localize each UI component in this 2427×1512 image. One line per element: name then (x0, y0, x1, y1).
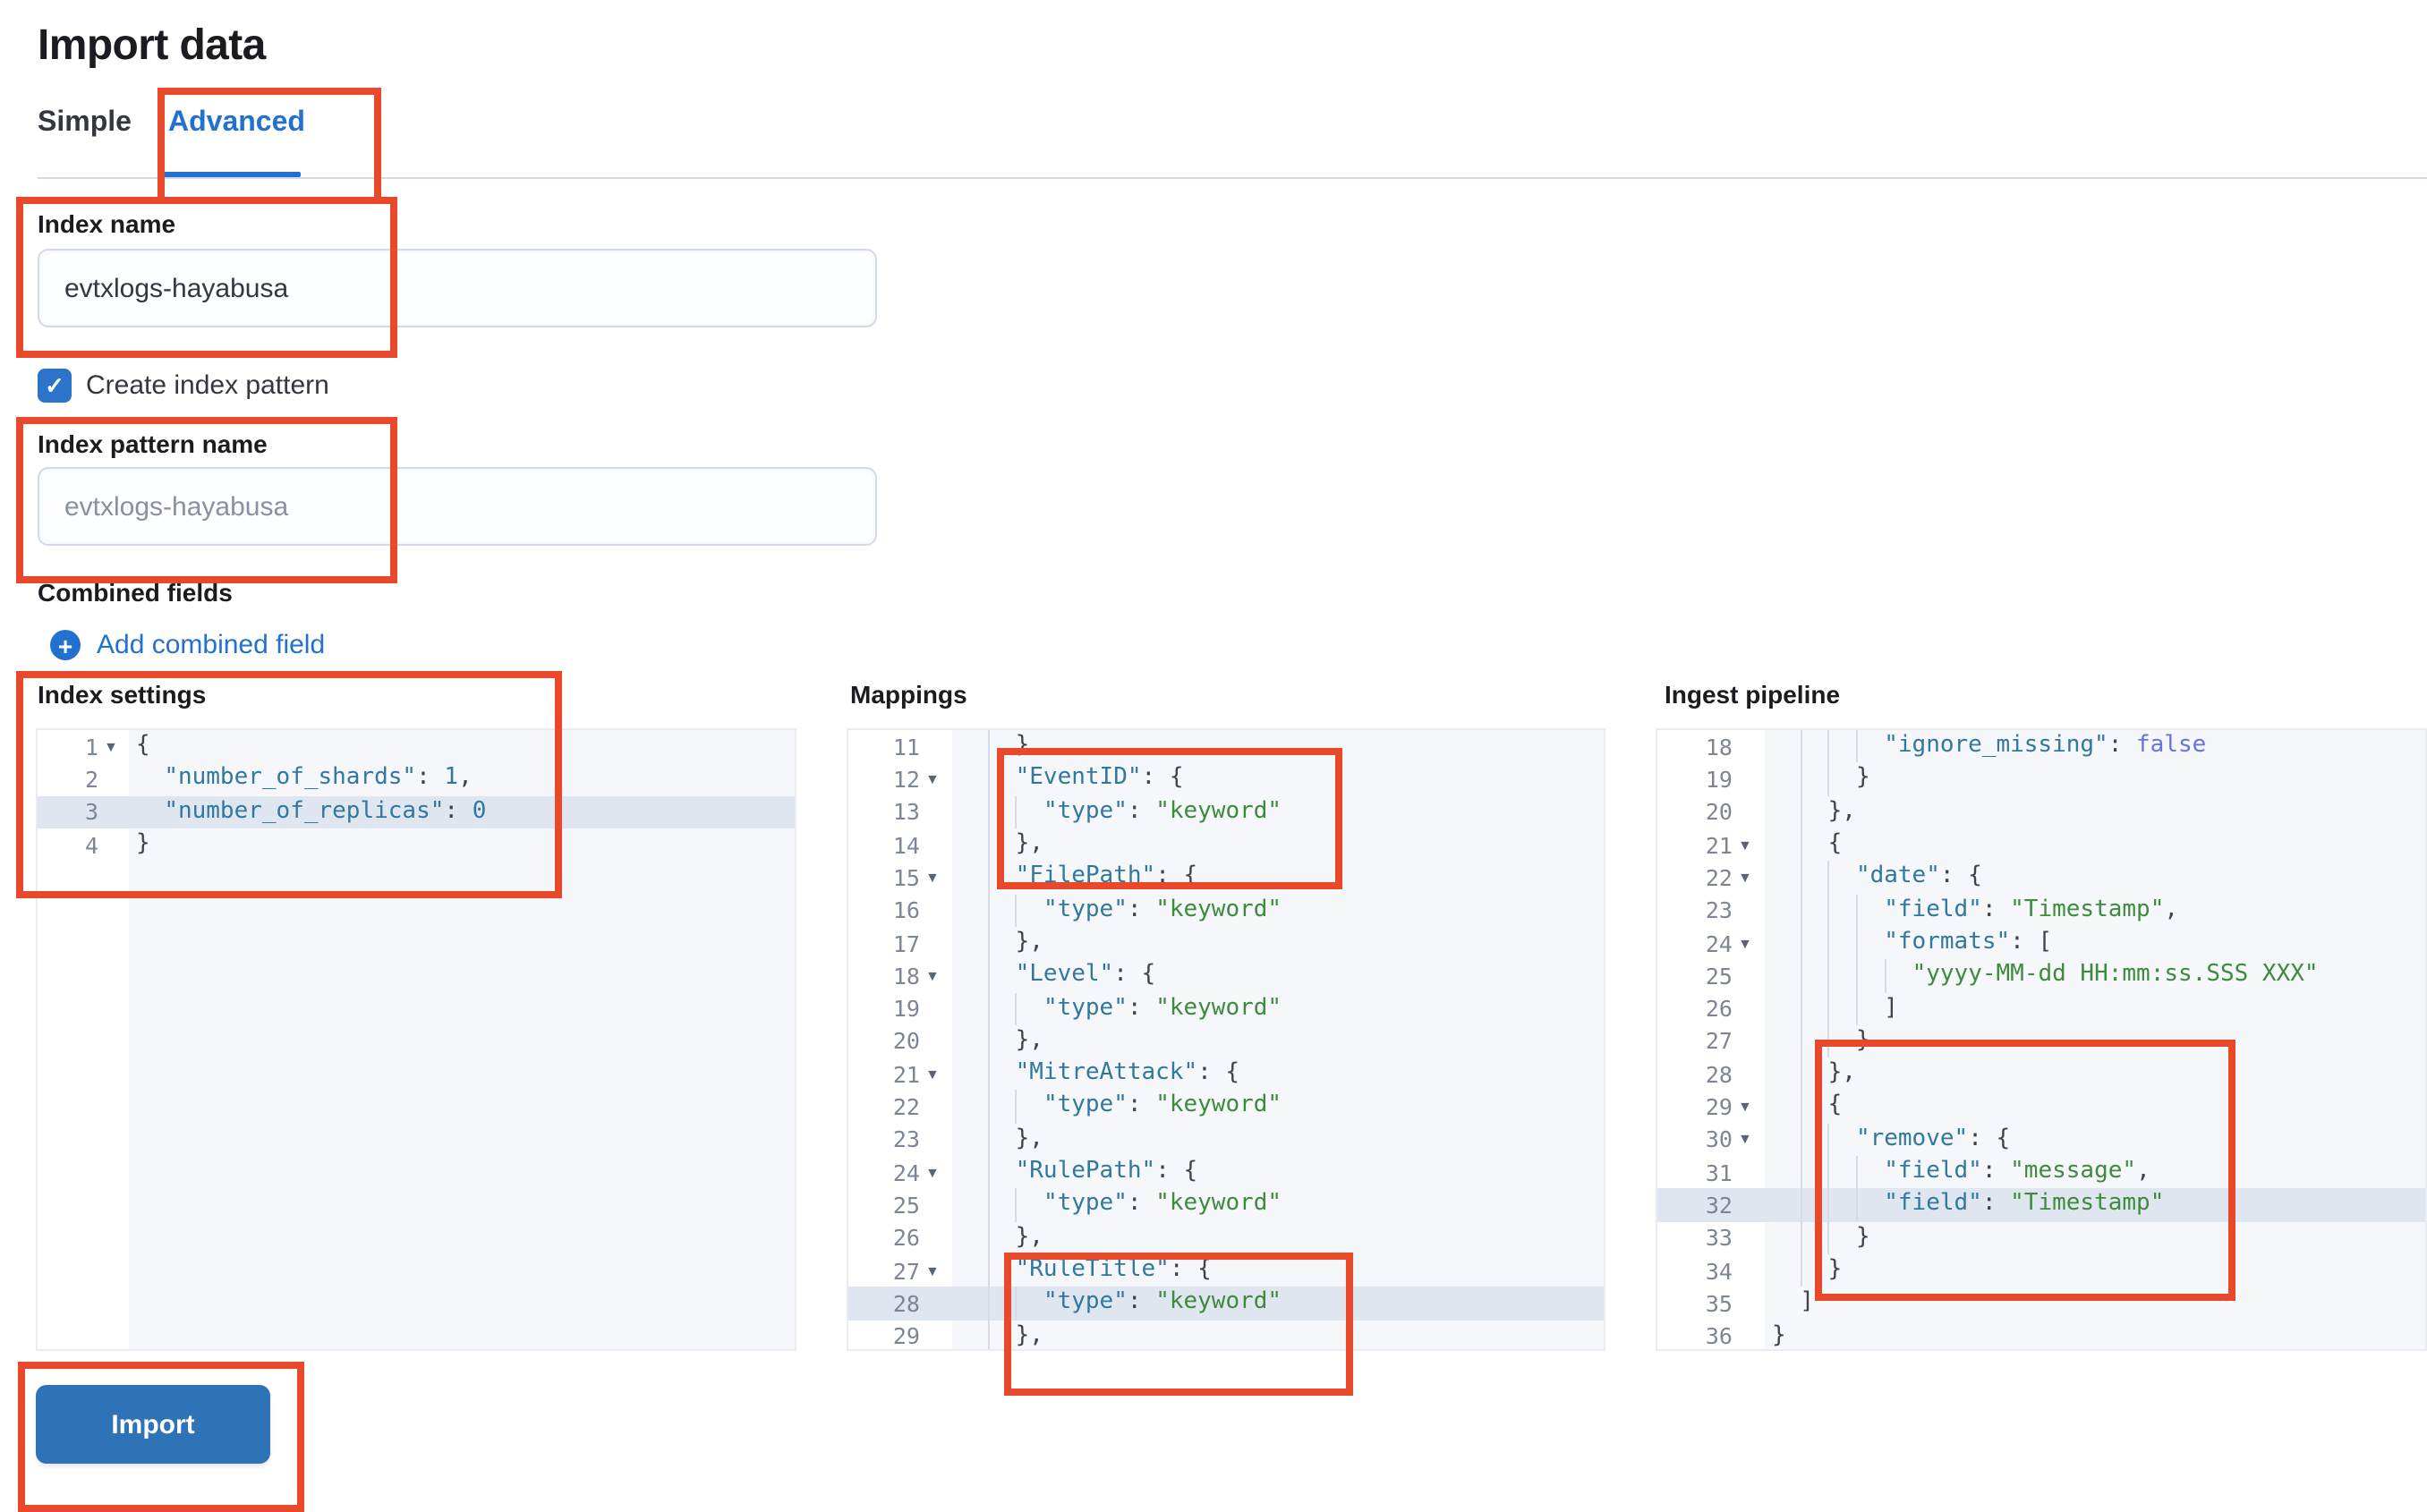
page-title: Import data (38, 21, 266, 70)
fold-arrow-icon[interactable]: ▼ (925, 967, 940, 984)
code-line (38, 1254, 795, 1287)
index-settings-label: Index settings (38, 680, 207, 709)
code-line: 19} (1657, 762, 2425, 796)
code-line: 23}, (848, 1123, 1604, 1157)
code-line: 21▼{ (1657, 828, 2425, 862)
code-line: 28}, (1657, 1058, 2425, 1091)
code-line: 27▼"RuleTitle": { (848, 1254, 1604, 1287)
fold-arrow-icon[interactable]: ▼ (1738, 869, 1752, 886)
create-index-pattern-label: Create index pattern (86, 370, 329, 401)
fold-arrow-icon[interactable]: ▼ (925, 1164, 940, 1181)
code-line: 19"type": "keyword" (848, 992, 1604, 1025)
code-line: 29▼{ (1657, 1090, 2425, 1124)
fold-arrow-icon[interactable]: ▼ (925, 1066, 940, 1083)
code-line: 25"type": "keyword" (848, 1188, 1604, 1222)
code-line: 25"yyyy-MM-dd HH:mm:ss.SSS XXX" (1657, 959, 2425, 992)
checkmark-icon: ✓ (45, 371, 64, 398)
index-name-input[interactable] (38, 249, 877, 327)
code-line: 32"field": "Timestamp" (1657, 1188, 2425, 1222)
code-line: 22▼"date": { (1657, 861, 2425, 895)
code-line (38, 1123, 795, 1157)
code-line: 24▼"formats": [ (1657, 926, 2425, 960)
code-line (38, 1058, 795, 1091)
code-line: 2"number_of_shards": 1, (38, 762, 795, 796)
code-line: 16"type": "keyword" (848, 894, 1604, 927)
fold-arrow-icon[interactable]: ▼ (925, 869, 940, 886)
code-line: 18"ignore_missing": false (1657, 730, 2425, 763)
code-line: 15▼"FilePath": { (848, 861, 1604, 895)
code-line: 27} (1657, 1024, 2425, 1058)
index-pattern-name-label: Index pattern name (38, 429, 268, 458)
code-line (38, 894, 795, 927)
code-line (38, 1024, 795, 1058)
code-line: 12▼"EventID": { (848, 762, 1604, 796)
code-line (38, 1090, 795, 1124)
code-line (38, 1156, 795, 1189)
code-line: 17}, (848, 926, 1604, 960)
code-line: 20}, (1657, 795, 2425, 828)
code-line: 36} (1657, 1320, 2425, 1349)
tabs-divider (38, 177, 2427, 179)
mappings-editor[interactable]: 11},12▼"EventID": {13"type": "keyword"14… (847, 728, 1605, 1351)
fold-arrow-icon[interactable]: ▼ (925, 1262, 940, 1279)
plus-in-circle-icon: + (50, 630, 81, 660)
index-name-label: Index name (38, 209, 176, 238)
code-line: 18▼"Level": { (848, 959, 1604, 992)
ingest-pipeline-label: Ingest pipeline (1665, 680, 1841, 709)
add-combined-field-label: Add combined field (97, 630, 326, 660)
code-line: 33} (1657, 1221, 2425, 1254)
fold-arrow-icon[interactable]: ▼ (925, 770, 940, 787)
code-line: 14}, (848, 828, 1604, 862)
code-line (38, 1221, 795, 1254)
code-line (38, 861, 795, 895)
code-line (38, 1188, 795, 1222)
code-line: 3"number_of_replicas": 0 (38, 795, 795, 828)
combined-fields-label: Combined fields (38, 578, 233, 607)
active-tab-underline (161, 172, 301, 177)
code-line: 30▼"remove": { (1657, 1123, 2425, 1157)
fold-arrow-icon[interactable]: ▼ (1738, 1099, 1752, 1116)
mappings-label: Mappings (850, 680, 967, 709)
code-line: 1▼{ (38, 730, 795, 763)
code-line (38, 1320, 795, 1349)
code-line: 26] (1657, 992, 2425, 1025)
fold-arrow-icon[interactable]: ▼ (1738, 1131, 1752, 1148)
tab-simple[interactable]: Simple (38, 107, 132, 138)
tab-advanced[interactable]: Advanced (168, 107, 305, 138)
code-line: 11}, (848, 730, 1604, 763)
code-line: 21▼"MitreAttack": { (848, 1058, 1604, 1091)
code-line (38, 959, 795, 992)
code-line: 24▼"RulePath": { (848, 1156, 1604, 1189)
code-line: 23"field": "Timestamp", (1657, 894, 2425, 927)
code-line: 20}, (848, 1024, 1604, 1058)
add-combined-field-button[interactable]: + Add combined field (50, 630, 325, 660)
index-settings-editor[interactable]: 1▼{2"number_of_shards": 1,3"number_of_re… (36, 728, 796, 1351)
annotation-box-advanced-tab (158, 88, 381, 204)
code-line (38, 926, 795, 960)
code-line: 22"type": "keyword" (848, 1090, 1604, 1124)
fold-arrow-icon[interactable]: ▼ (1738, 935, 1752, 952)
code-line: 34} (1657, 1254, 2425, 1287)
code-line (38, 992, 795, 1025)
code-line: 31"field": "message", (1657, 1156, 2425, 1189)
code-line: 29}, (848, 1320, 1604, 1349)
create-index-pattern-checkbox[interactable]: ✓ (38, 369, 72, 403)
code-line (38, 1287, 795, 1321)
index-pattern-name-input[interactable] (38, 467, 877, 546)
code-line: 4} (38, 828, 795, 862)
fold-arrow-icon[interactable]: ▼ (104, 738, 118, 755)
import-button[interactable]: Import (36, 1385, 270, 1464)
code-line: 26}, (848, 1221, 1604, 1254)
fold-arrow-icon[interactable]: ▼ (1738, 837, 1752, 854)
code-line: 13"type": "keyword" (848, 795, 1604, 828)
code-line: 35] (1657, 1287, 2425, 1321)
code-line: 28"type": "keyword" (848, 1287, 1604, 1321)
